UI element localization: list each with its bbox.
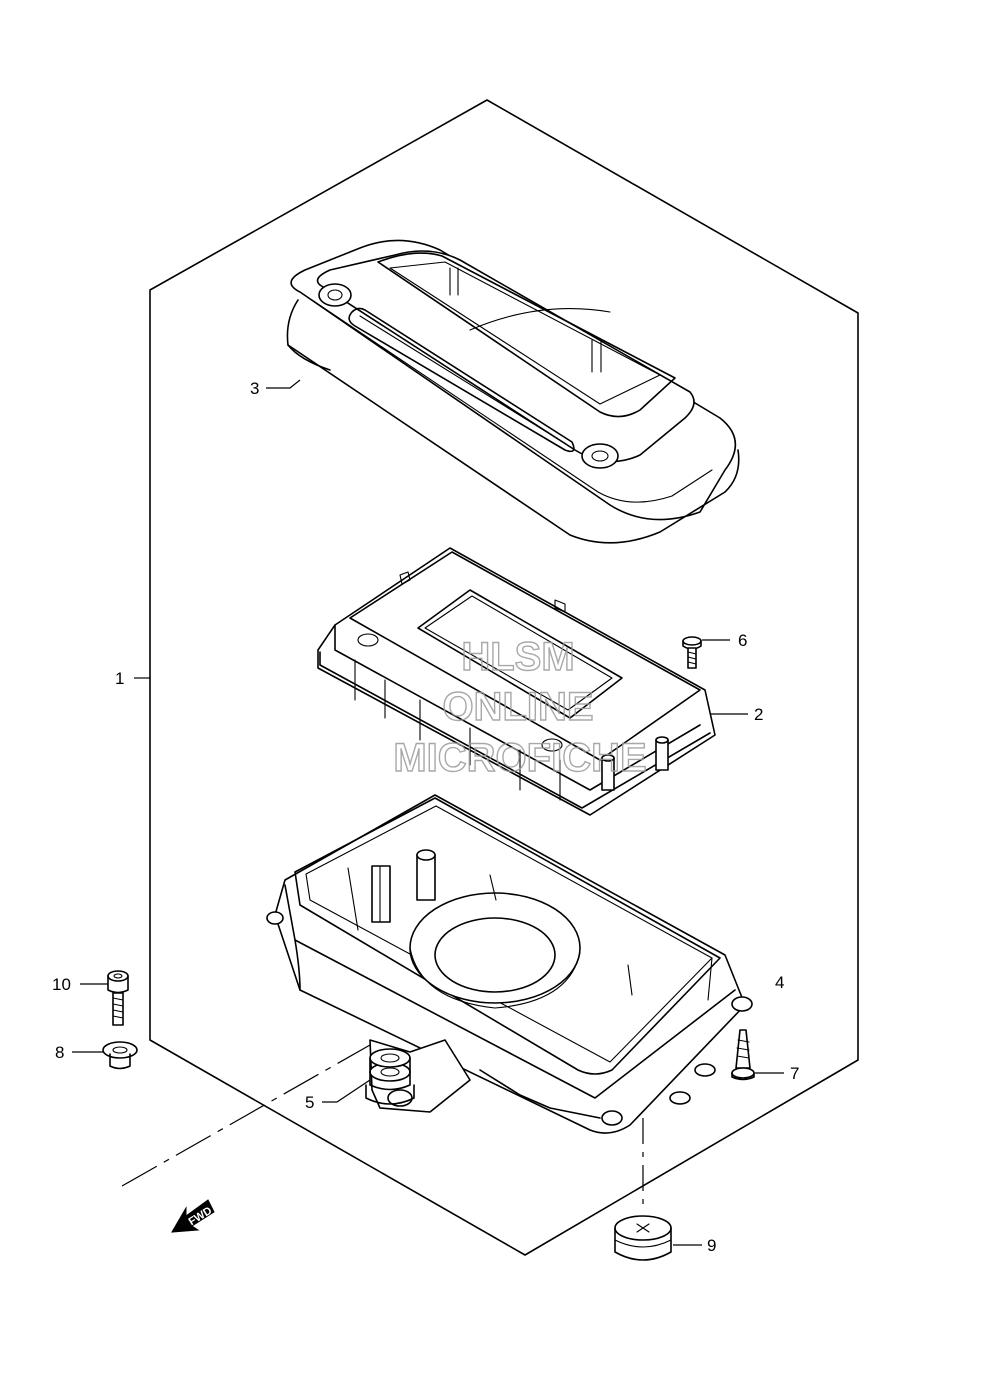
grommet-part-5 xyxy=(365,1048,415,1105)
fwd-direction-arrow: FWD xyxy=(171,1199,215,1233)
collar-part-8 xyxy=(102,1041,138,1070)
watermark-line-2: ONLINE xyxy=(442,685,593,729)
meter-case-part-4 xyxy=(266,794,753,1134)
cushion-part-9 xyxy=(614,1215,672,1261)
watermark: HLSM ONLINE MICROFICHE xyxy=(393,634,648,780)
callout-1: 1 xyxy=(115,669,124,688)
meter-cover-part-3 xyxy=(286,239,740,544)
callout-8: 8 xyxy=(55,1043,64,1062)
bolt-part-10 xyxy=(107,970,129,1026)
assembly-boundary xyxy=(149,99,859,1256)
leader-line-5 xyxy=(322,1079,371,1103)
leader-line-3 xyxy=(266,379,301,389)
meter-board-part-2 xyxy=(317,547,716,816)
watermark-line-1: HLSM xyxy=(461,635,574,679)
screw-part-6 xyxy=(682,636,702,669)
callout-3: 3 xyxy=(250,379,259,398)
axis-line-fwd xyxy=(121,1044,371,1187)
callout-4: 4 xyxy=(775,973,784,992)
callout-2: 2 xyxy=(754,705,763,724)
callout-9: 9 xyxy=(707,1236,716,1255)
callout-10: 10 xyxy=(52,975,71,994)
callout-5: 5 xyxy=(305,1093,314,1112)
callout-6: 6 xyxy=(738,631,747,650)
watermark-line-3: MICROFICHE xyxy=(393,736,646,780)
callout-7: 7 xyxy=(790,1064,799,1083)
tapping-screw-part-7 xyxy=(731,1029,755,1081)
